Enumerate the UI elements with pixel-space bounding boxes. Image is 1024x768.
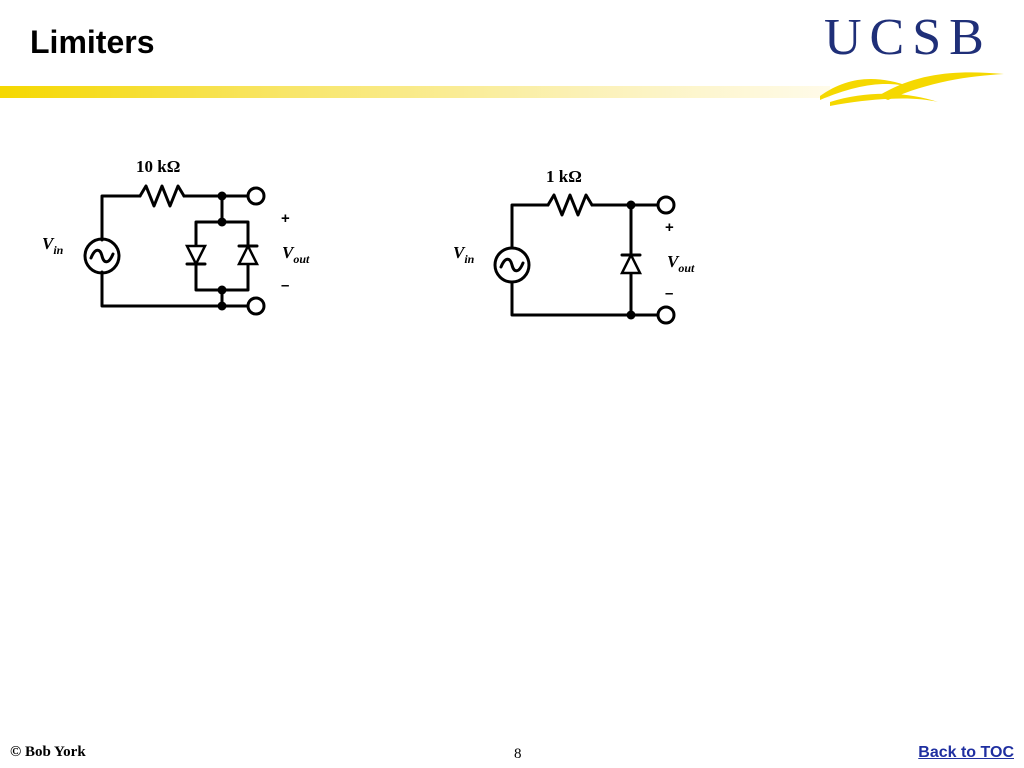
- node-dot: [217, 301, 227, 311]
- output-terminal-top: [656, 195, 676, 215]
- wire-right-top: [510, 203, 550, 250]
- sine-wave-icon: [499, 257, 525, 273]
- ac-source-right: [493, 246, 531, 284]
- title-underline-bar: [0, 86, 830, 98]
- resistor-label-left: 10 kΩ: [136, 157, 180, 176]
- wire-right-bottom: [510, 280, 660, 317]
- sine-wave-icon: [89, 248, 115, 264]
- node-dot: [217, 191, 227, 201]
- logo-text: UCSB: [824, 9, 992, 66]
- slide-title: Limiters: [30, 24, 155, 60]
- vout-label-right: Vout: [667, 252, 695, 275]
- output-terminal-bottom: [246, 296, 266, 316]
- plus-sign-left: +: [281, 210, 290, 227]
- circuit-right: 1 kΩ Vin Vout + –: [453, 167, 695, 325]
- diode-down-symbol: [184, 244, 208, 267]
- resistor-label-right: 1 kΩ: [546, 167, 582, 186]
- limiter-circuits: 10 kΩ Vin Vout + – 1 kΩ Vin Vout + –: [42, 157, 695, 325]
- node-dot: [626, 310, 636, 320]
- footer-copyright: © Bob York: [10, 744, 86, 760]
- ac-source-left: [83, 237, 121, 275]
- vin-label-left: Vin: [42, 234, 64, 257]
- output-terminal-top: [246, 186, 266, 206]
- wire-left-top: [100, 194, 142, 242]
- vout-label-left: Vout: [282, 243, 310, 266]
- node-dot: [217, 285, 227, 295]
- minus-sign-right: –: [665, 285, 673, 302]
- diode-up-symbol: [236, 243, 260, 266]
- wire-left-bottom: [100, 270, 250, 308]
- plus-sign-right: +: [665, 219, 674, 236]
- circuit-left: 10 kΩ Vin Vout + –: [42, 157, 310, 316]
- logo-wave-icon: [820, 72, 1004, 106]
- diode-symbol-right: [619, 252, 643, 275]
- resistor-left: [138, 184, 186, 208]
- page-number: 8: [514, 746, 522, 762]
- output-terminal-bottom: [656, 305, 676, 325]
- ucsb-logo: UCSB: [818, 9, 1008, 106]
- minus-sign-left: –: [281, 277, 289, 294]
- vin-label-right: Vin: [453, 243, 475, 266]
- node-dot: [626, 200, 636, 210]
- back-to-toc-link[interactable]: Back to TOC: [918, 744, 1014, 761]
- node-dot: [217, 217, 227, 227]
- resistor-right: [546, 193, 594, 217]
